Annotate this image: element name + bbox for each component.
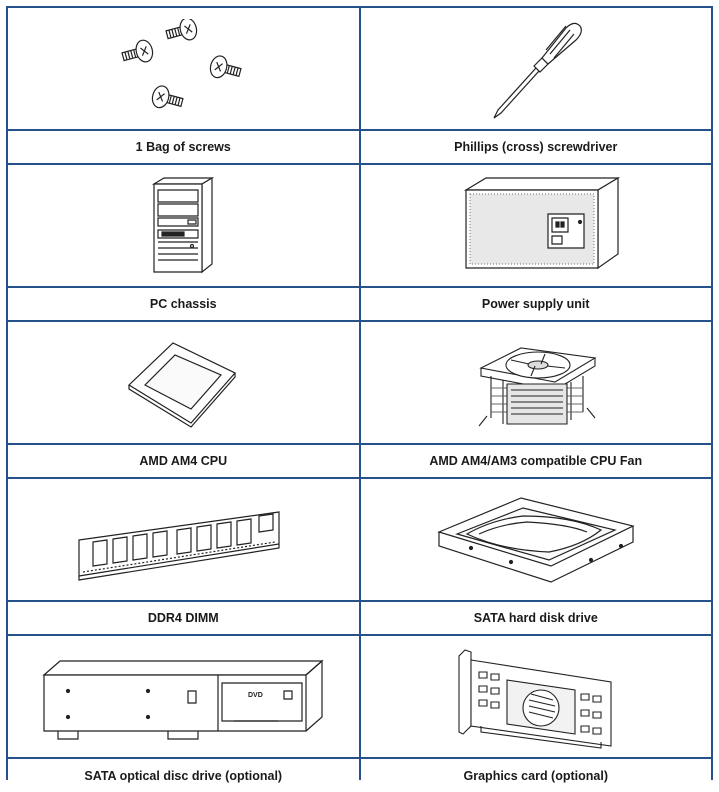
cpu-label: AMD AM4 CPU xyxy=(8,445,359,477)
hard-disk-label: SATA hard disk drive xyxy=(360,602,711,634)
screws-label: 1 Bag of screws xyxy=(8,131,359,163)
pc-chassis-image-cell xyxy=(8,165,359,286)
cpu-fan-label: AMD AM4/AM3 compatible CPU Fan xyxy=(360,445,711,477)
optical-drive-image-cell: DVD xyxy=(8,636,359,757)
screwdriver-label: Phillips (cross) screwdriver xyxy=(360,131,711,163)
screws-image-cell xyxy=(8,8,359,129)
pc-chassis-icon xyxy=(148,176,218,276)
dimm-image-cell xyxy=(8,479,359,600)
graphics-card-label: Graphics card (optional) xyxy=(360,759,711,792)
dvd-logo: DVD xyxy=(248,692,263,699)
hard-disk-icon xyxy=(431,490,641,590)
cpu-icon xyxy=(123,333,243,433)
screws-icon xyxy=(103,18,263,119)
dimm-label: DDR4 DIMM xyxy=(8,602,359,634)
screwdriver-icon xyxy=(486,14,586,124)
power-supply-icon xyxy=(446,176,626,276)
optical-drive-icon: DVD xyxy=(38,647,328,747)
cpu-fan-image-cell xyxy=(360,322,711,443)
cpu-fan-icon xyxy=(471,328,601,438)
graphics-card-image-cell xyxy=(360,636,711,757)
power-supply-label: Power supply unit xyxy=(360,288,711,320)
cpu-image-cell xyxy=(8,322,359,443)
components-table: 1 Bag of screws Phillips (cross) screwdr… xyxy=(6,6,713,792)
screwdriver-image-cell xyxy=(360,8,711,129)
pc-chassis-label: PC chassis xyxy=(8,288,359,320)
power-supply-image-cell xyxy=(360,165,711,286)
optical-drive-label: SATA optical disc drive (optional) xyxy=(8,759,359,792)
hard-disk-image-cell xyxy=(360,479,711,600)
graphics-card-icon xyxy=(451,642,621,752)
dimm-icon xyxy=(73,490,293,590)
